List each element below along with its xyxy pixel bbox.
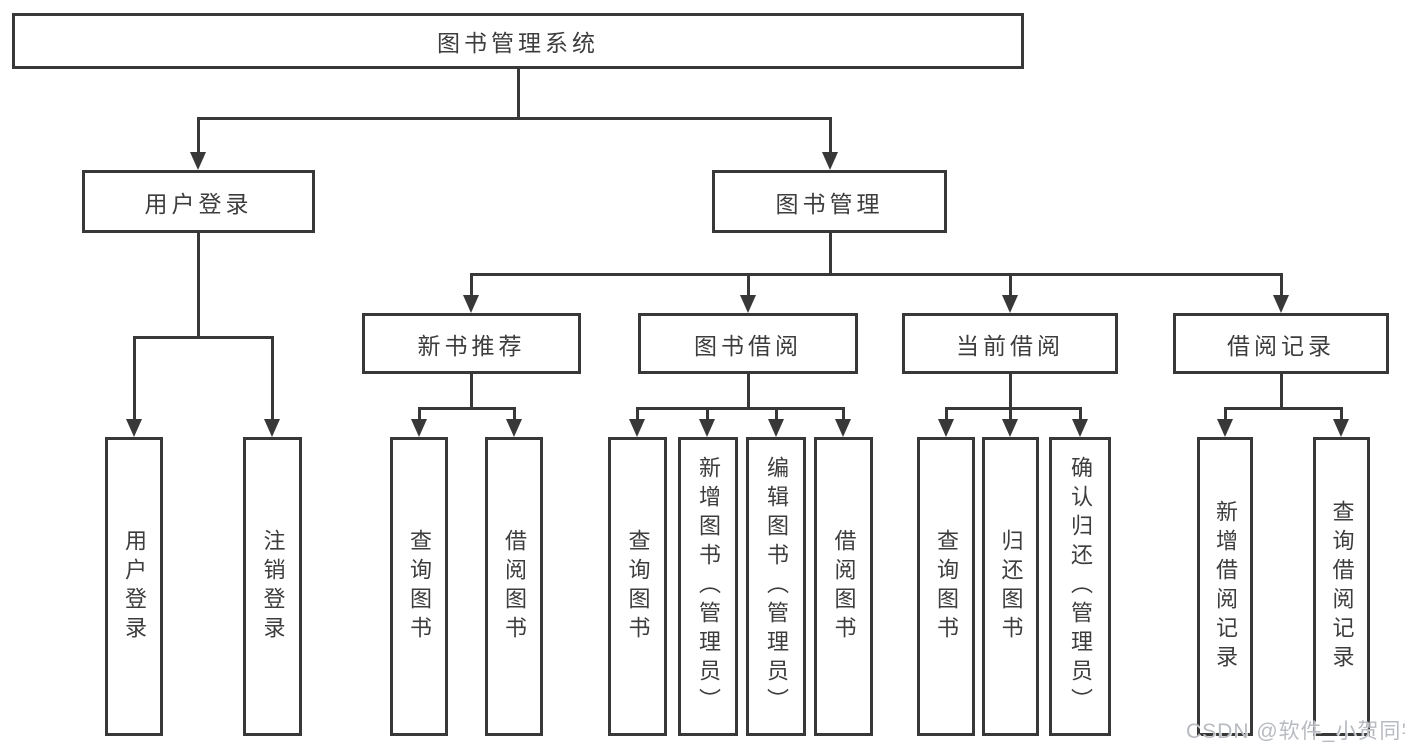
connector-nbr-stem [470, 374, 473, 410]
arrow-to-bb-query [629, 419, 645, 437]
connector-drop-user-login [197, 117, 200, 155]
connector-drop-leaf-user-login [133, 336, 136, 423]
leaf-br-add-borrow-record-label: 新增借阅记录 [1213, 499, 1238, 674]
arrow-to-new-book-recommendation [463, 295, 479, 313]
arrow-to-bb-borrow [835, 419, 851, 437]
leaf-bb-query-books: 查询图书 [608, 437, 667, 736]
connector-user-login-stem [197, 233, 200, 339]
arrow-to-borrowing-records [1273, 295, 1289, 313]
connector-book-management-stem [829, 233, 832, 276]
connector-nbr-branch [418, 407, 516, 410]
connector-cb-branch [945, 407, 1082, 410]
connector-root-branch [197, 117, 832, 120]
leaf-br-add-borrow-record: 新增借阅记录 [1197, 437, 1253, 736]
node-book-management-system-label: 图书管理系统 [437, 30, 599, 56]
connector-drop-book-management [829, 117, 832, 155]
arrow-to-book-borrowing [740, 295, 756, 313]
arrow-to-cb-query [938, 419, 954, 437]
leaf-logout-label: 注销登录 [260, 528, 286, 645]
leaf-nbr-query-books-label: 查询图书 [407, 528, 432, 645]
connector-drop-cb-query [945, 407, 948, 423]
node-current-borrowing: 当前借阅 [902, 313, 1118, 374]
connector-bb-branch [636, 407, 845, 410]
connector-drop-bb-query [636, 407, 639, 423]
connector-drop-book-borrowing [747, 273, 750, 299]
arrow-to-leaf-logout [264, 419, 280, 437]
leaf-br-query-borrow-record: 查询借阅记录 [1313, 437, 1370, 736]
node-new-book-recommendation-label: 新书推荐 [417, 332, 526, 359]
leaf-nbr-query-books: 查询图书 [390, 437, 448, 736]
connector-br-branch [1224, 407, 1343, 410]
connector-drop-nbr-query [418, 407, 421, 423]
connector-drop-bb-add [706, 407, 709, 423]
leaf-bb-borrow-books: 借阅图书 [814, 437, 873, 736]
arrow-to-user-login [190, 152, 206, 170]
connector-drop-leaf-logout [271, 336, 274, 423]
arrow-to-cb-confirm [1072, 419, 1088, 437]
arrow-to-book-management [822, 152, 838, 170]
leaf-cb-return-books-label: 归还图书 [998, 528, 1024, 645]
connector-drop-nbr-borrow [513, 407, 516, 423]
leaf-cb-query-books: 查询图书 [917, 437, 975, 736]
node-new-book-recommendation: 新书推荐 [362, 313, 581, 374]
node-borrowing-records-label: 借阅记录 [1227, 332, 1335, 359]
leaf-bb-edit-books-admin: 编辑图书（管理员） [746, 437, 806, 736]
connector-drop-bb-edit [775, 407, 778, 423]
csdn-watermark: CSDN @软件_小贺同学 [1186, 720, 1405, 743]
arrow-to-nbr-borrow [506, 419, 522, 437]
leaf-bb-borrow-books-label: 借阅图书 [831, 528, 857, 645]
connector-root-stem [517, 69, 520, 119]
connector-br-stem [1280, 374, 1283, 410]
leaf-nbr-borrow-books-label: 借阅图书 [502, 528, 527, 645]
connector-book-management-branch [470, 273, 1283, 276]
leaf-bb-add-books-admin: 新增图书（管理员） [678, 437, 738, 736]
leaf-cb-confirm-return-admin-label: 确认归还（管理员） [1068, 456, 1093, 717]
leaf-user-login-label: 用户登录 [122, 528, 147, 645]
connector-drop-new-book-recommendation [470, 273, 473, 299]
node-user-login-label: 用户登录 [144, 190, 253, 217]
leaf-user-login: 用户登录 [105, 437, 163, 736]
arrow-to-br-add [1217, 419, 1233, 437]
arrow-to-br-query [1333, 419, 1349, 437]
leaf-bb-query-books-label: 查询图书 [625, 528, 651, 645]
leaf-nbr-borrow-books: 借阅图书 [485, 437, 543, 736]
leaf-bb-add-books-admin-label: 新增图书（管理员） [696, 456, 721, 717]
connector-drop-current-borrowing [1009, 273, 1012, 299]
connector-drop-bb-borrow [842, 407, 845, 423]
connector-drop-cb-confirm [1079, 407, 1082, 423]
connector-drop-cb-return [1009, 407, 1012, 423]
node-borrowing-records: 借阅记录 [1173, 313, 1389, 374]
arrow-to-nbr-query [411, 419, 427, 437]
connector-user-login-branch [133, 336, 274, 339]
arrow-to-bb-edit [768, 419, 784, 437]
connector-bb-stem [747, 374, 750, 410]
arrow-to-bb-add [699, 419, 715, 437]
arrow-to-leaf-user-login [126, 419, 142, 437]
connector-drop-br-add [1224, 407, 1227, 423]
node-book-management: 图书管理 [712, 170, 947, 233]
node-current-borrowing-label: 当前借阅 [956, 332, 1064, 359]
arrow-to-cb-return [1002, 419, 1018, 437]
connector-drop-borrowing-records [1280, 273, 1283, 299]
leaf-cb-query-books-label: 查询图书 [934, 528, 959, 645]
node-user-login: 用户登录 [82, 170, 315, 233]
leaf-bb-edit-books-admin-label: 编辑图书（管理员） [764, 456, 789, 717]
leaf-br-query-borrow-record-label: 查询借阅记录 [1329, 499, 1355, 674]
leaf-cb-return-books: 归还图书 [982, 437, 1039, 736]
arrow-to-current-borrowing [1002, 295, 1018, 313]
connector-drop-br-query [1340, 407, 1343, 423]
node-book-borrowing-label: 图书借阅 [694, 332, 802, 359]
leaf-logout: 注销登录 [243, 437, 302, 736]
leaf-cb-confirm-return-admin: 确认归还（管理员） [1049, 437, 1111, 736]
node-book-management-system: 图书管理系统 [12, 13, 1024, 69]
connector-cb-stem [1009, 374, 1012, 410]
node-book-borrowing: 图书借阅 [638, 313, 858, 374]
node-book-management-label: 图书管理 [775, 190, 884, 217]
